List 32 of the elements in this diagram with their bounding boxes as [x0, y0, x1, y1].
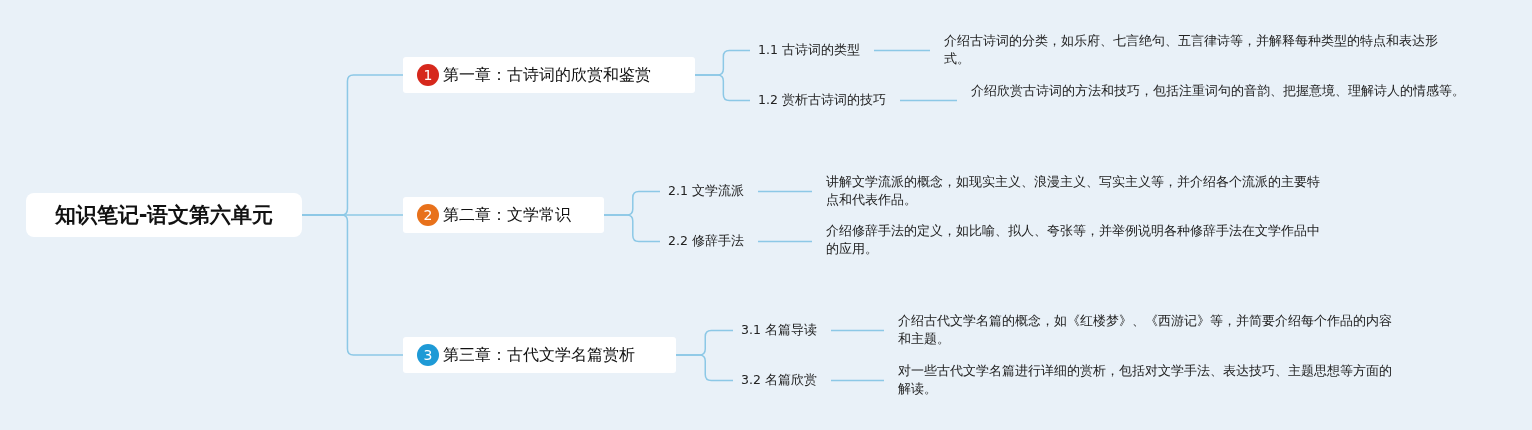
description-text: 介绍欣赏古诗词的方法和技巧，包括注重词句的音韵、把握意境、理解诗人的情感等。: [971, 82, 1471, 100]
description-text: 介绍古代文学名篇的概念，如《红楼梦》、《西游记》等，并简要介绍每个作品的内容和主题。: [898, 312, 1403, 348]
subtopic-label: 3.2 名篇欣赏: [741, 371, 817, 389]
chapter-title: 第二章：文学常识: [443, 204, 571, 226]
root-topic-box: 知识笔记-语文第六单元: [26, 193, 302, 237]
connector-line: [675, 354, 734, 382]
chapter-title: 第三章：古代文学名篇赏析: [443, 344, 635, 366]
number-badge: 2: [417, 204, 439, 226]
subtopic-label: 2.1 文学流派: [668, 182, 744, 200]
connector-line: [603, 214, 661, 243]
description-text: 介绍古诗词的分类，如乐府、七言绝句、五言律诗等，并解释每种类型的特点和表达形式。: [944, 32, 1454, 68]
chapter-box: [403, 197, 604, 233]
connector-line: [899, 99, 958, 102]
subtopic-label: 1.2 赏析古诗词的技巧: [758, 91, 886, 109]
chapter-title: 第一章：古诗词的欣赏和鉴赏: [443, 64, 651, 86]
description-text: 对一些古代文学名篇进行详细的赏析，包括对文学手法、表达技巧、主题思想等方面的解读。: [898, 362, 1403, 398]
connector-line: [694, 74, 751, 102]
connector-line: [301, 214, 404, 356]
connector-line: [873, 49, 931, 52]
connector-line: [830, 329, 885, 332]
number-badge: 1: [417, 64, 439, 86]
connector-line: [757, 190, 813, 193]
description-text: 讲解文学流派的概念，如现实主义、浪漫主义、写实主义等，并介绍各个流派的主要特点和代表作品。: [826, 173, 1326, 209]
subtopic-label: 2.2 修辞手法: [668, 232, 744, 250]
subtopic-label: 3.1 名篇导读: [741, 321, 817, 339]
connector-line: [830, 379, 885, 382]
subtopic-label: 1.1 古诗词的类型: [758, 41, 860, 59]
connector-line: [757, 240, 813, 243]
chapter-box: [403, 57, 695, 93]
number-badge: 3: [417, 344, 439, 366]
chapter-box: [403, 337, 676, 373]
description-text: 介绍修辞手法的定义，如比喻、拟人、夸张等，并举例说明各种修辞手法在文学作品中的应用。: [826, 222, 1326, 258]
